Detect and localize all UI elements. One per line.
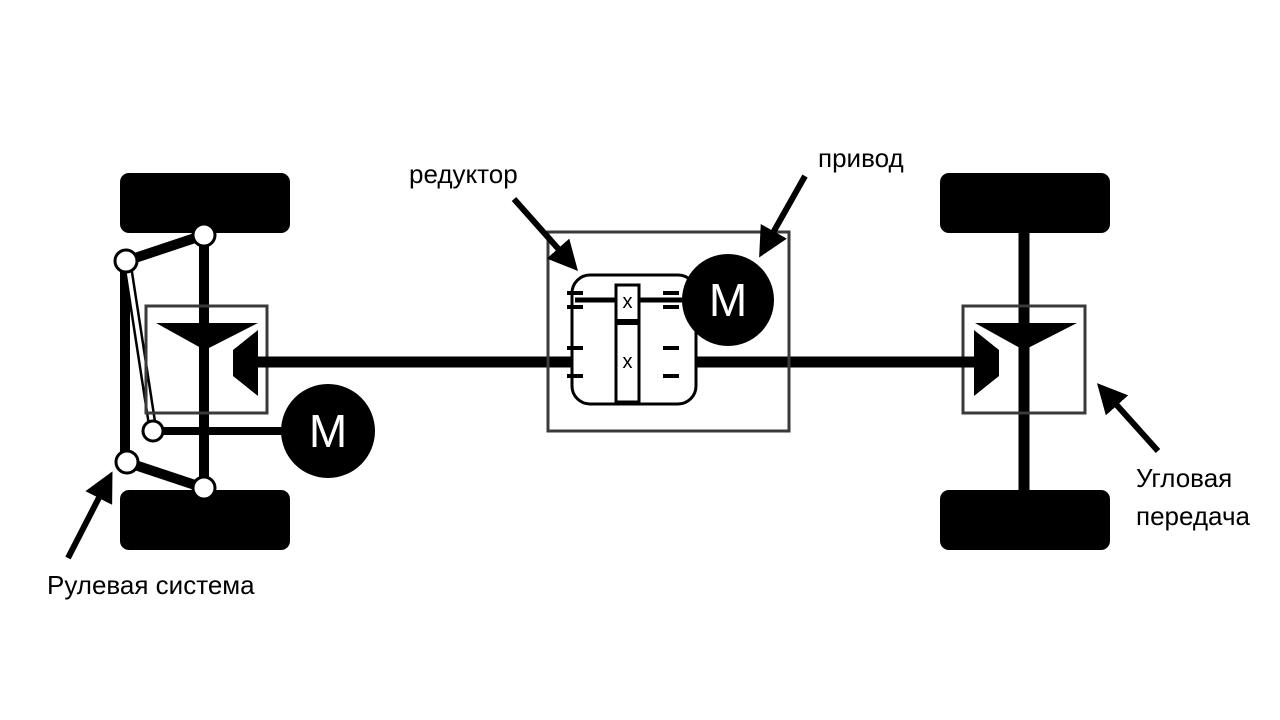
label-reducer: редуктор <box>409 159 518 189</box>
wheel-front-bottom <box>120 490 290 550</box>
gear-lower-mark: x <box>623 351 633 373</box>
gearbox: x x <box>567 273 698 406</box>
motor-front-symbol: M <box>309 405 347 457</box>
joint-lower-outer <box>114 449 140 475</box>
gear-upper-mark: x <box>623 291 633 313</box>
wheel-rear-top <box>940 173 1110 233</box>
motor-center: M <box>682 254 774 346</box>
arrow-steering <box>65 471 113 560</box>
joint-middle <box>141 419 165 443</box>
label-angular-gear-line2: передача <box>1136 501 1250 531</box>
joint-upper-inner <box>191 222 217 248</box>
arrow-drive <box>759 174 808 258</box>
wheel-front-top <box>120 173 290 233</box>
arrow-angular-gear <box>1096 383 1161 454</box>
label-angular-gear-line1: Угловая <box>1136 463 1232 493</box>
steering-linkage <box>120 230 290 493</box>
label-drive: привод <box>818 143 904 173</box>
arrow-reducer <box>511 197 578 271</box>
joint-lower-inner <box>191 475 217 501</box>
joint-upper-outer <box>113 248 139 274</box>
wheel-rear-bottom <box>940 490 1110 550</box>
label-steering: Рулевая система <box>47 570 255 600</box>
drive-unit-frame <box>546 230 791 433</box>
motor-front: M <box>281 384 375 478</box>
motor-center-symbol: M <box>709 274 747 326</box>
